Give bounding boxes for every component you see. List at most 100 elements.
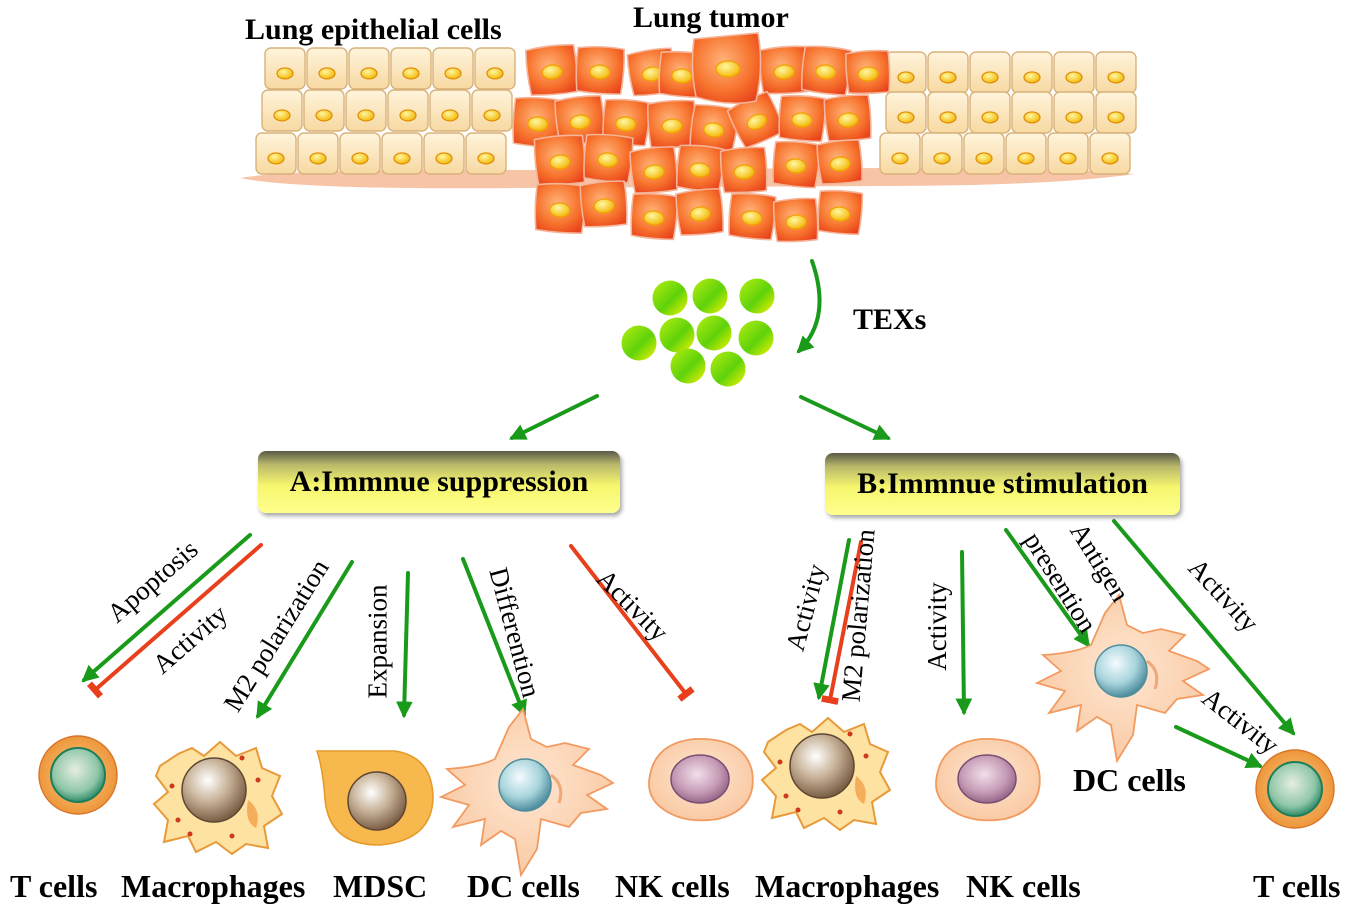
nk-cell-stimulation <box>935 738 1041 822</box>
cell-label-dc-cells-a: DC cells <box>467 868 580 904</box>
epithelial-cell <box>429 89 471 132</box>
epithelial-cell <box>1011 51 1053 94</box>
tumor-cell <box>583 133 634 184</box>
tumor-cell <box>823 94 872 142</box>
dc-cell-stimulation <box>1034 593 1211 764</box>
epithelial-cell <box>474 47 516 90</box>
epithelial-cell <box>387 89 429 132</box>
tumor-cell <box>800 45 852 96</box>
tumor-cell <box>512 96 565 149</box>
tumor-cell <box>758 45 809 95</box>
tumor-cell <box>630 192 679 241</box>
tex-vesicle <box>652 280 688 316</box>
immune-suppression-box: A:Immnue suppression <box>258 451 620 513</box>
epithelial-cell <box>921 132 963 175</box>
tumor-cell <box>817 189 864 236</box>
texs-label: TEXs <box>853 303 927 336</box>
macrophage-stimulation <box>760 716 892 832</box>
tumor-cell <box>629 146 678 194</box>
epithelial-cell <box>885 51 927 94</box>
inhibit-activity-nk <box>569 544 695 702</box>
tex-vesicle <box>621 325 657 361</box>
epithelial-cell <box>306 47 348 90</box>
epithelial-cell <box>471 89 513 132</box>
arrow-antigen-presention <box>1004 528 1090 648</box>
texs-vesicles <box>621 278 775 387</box>
epithelial-cell <box>927 51 969 94</box>
lung-tissue <box>240 32 1137 243</box>
epithelial-cell <box>303 89 345 132</box>
t-cell-stimulation <box>1255 749 1335 829</box>
epithelial-label: Lung epithelial cells <box>245 13 502 46</box>
dc-cell-suppression <box>438 707 615 878</box>
tex-vesicle <box>692 278 728 314</box>
tumor-cell <box>728 192 777 241</box>
arrow-to-suppression <box>508 394 599 440</box>
tumor-cell <box>525 43 579 96</box>
epithelial-cell <box>1095 51 1137 94</box>
epithelial-cell <box>432 47 474 90</box>
cell-label-nk-cells-b: NK cells <box>966 868 1081 904</box>
epithelial-cell <box>969 51 1011 94</box>
tumor-cell <box>602 98 651 147</box>
cell-label-t-cells-a: T cells <box>10 868 98 904</box>
arrow-differention <box>461 557 527 718</box>
arrow-activity-mac <box>813 538 851 701</box>
tex-vesicle <box>670 348 706 384</box>
cell-label-mdsc: MDSC <box>333 868 428 904</box>
tumor-cell-large <box>691 32 762 105</box>
edge-label-expansion: Expansion <box>362 584 393 699</box>
tumor-cell <box>845 49 891 95</box>
epithelial-cell <box>963 132 1005 175</box>
epithelial-cell <box>255 132 297 175</box>
tumor-cell <box>772 140 821 189</box>
epithelial-cell <box>423 132 465 175</box>
mdsc-cell <box>315 750 434 846</box>
tumor-cell <box>816 139 863 185</box>
inhibit-m2-polarization <box>821 540 863 705</box>
tex-vesicle <box>738 320 774 356</box>
tumor-cell <box>647 99 697 149</box>
immune-cells <box>38 593 1335 878</box>
tex-vesicle <box>710 351 746 387</box>
nk-cell-suppression <box>648 738 754 822</box>
epithelial-cell <box>465 132 507 175</box>
arrow-m2-polarization <box>256 560 354 719</box>
tumor-cell <box>534 182 587 234</box>
epithelial-cell <box>1047 132 1089 175</box>
epithelial-cell <box>969 91 1011 134</box>
epithelial-cell <box>885 91 927 134</box>
arrow-dc-to-t <box>1174 725 1264 768</box>
epithelial-cell <box>1089 132 1131 175</box>
arrow-activity-nk <box>955 550 973 716</box>
tumor-label: Lung tumor <box>633 1 789 34</box>
epithelial-cell <box>1011 91 1053 134</box>
epithelial-cell <box>297 132 339 175</box>
cell-label-dc-cells-b: DC cells <box>1073 762 1186 798</box>
macrophage-suppression <box>152 740 284 856</box>
immune-stimulation-box: B:Immnue stimulation <box>825 453 1180 515</box>
arrow-apoptosis <box>81 533 252 683</box>
epithelial-cell <box>927 91 969 134</box>
tumor-cell <box>575 45 626 95</box>
epithelial-cell <box>1053 91 1095 134</box>
tumor-cell <box>675 188 724 236</box>
epithelial-cell <box>339 132 381 175</box>
epithelial-cell <box>1005 132 1047 175</box>
edge-label-activity-nk2: Activity <box>921 582 952 671</box>
inhibit-activity-t <box>86 543 263 699</box>
epithelial-cell <box>879 132 921 175</box>
cell-label-t-cells-b: T cells <box>1253 868 1341 904</box>
tumor-cell <box>689 104 740 154</box>
arrow-tumor-to-texs <box>796 259 822 354</box>
arrow-activity-t <box>1112 519 1296 736</box>
arrow-expansion <box>395 571 413 719</box>
tumor-cell <box>533 134 586 186</box>
cell-label-macrophages-b: Macrophages <box>755 868 940 904</box>
arrow-to-stimulation <box>799 395 892 440</box>
epithelial-cell <box>1053 51 1095 94</box>
tex-vesicle <box>659 317 695 353</box>
epithelial-cell <box>1095 91 1137 134</box>
epithelial-cell <box>381 132 423 175</box>
epithelial-cell <box>348 47 390 90</box>
